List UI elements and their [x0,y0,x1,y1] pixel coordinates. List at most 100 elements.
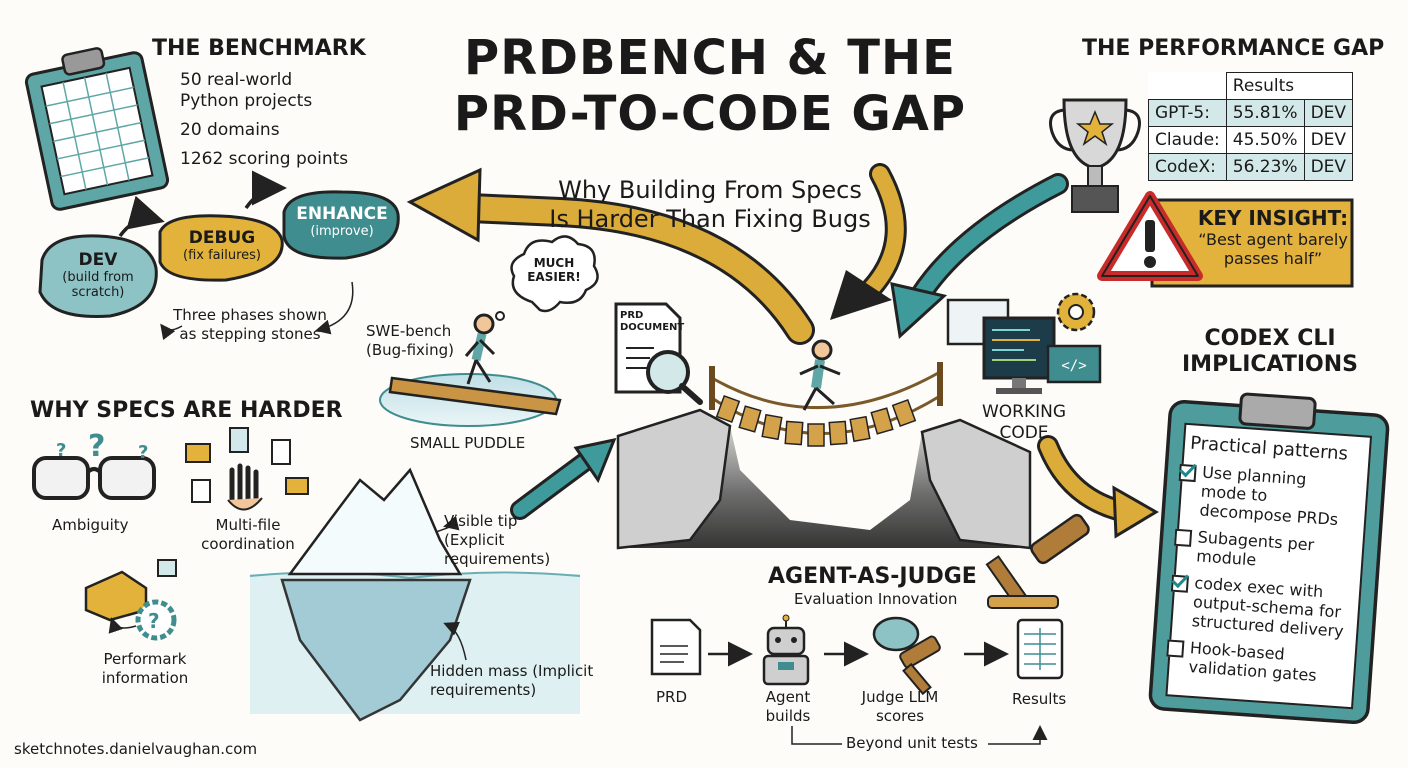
robot-icon [762,614,810,686]
flow-step-agent: Agent builds [765,688,811,725]
phase-enhance-desc: (improve) [310,224,374,239]
why-heading: WHY SPECS ARE HARDER [30,398,343,423]
speech-bubble-text: MUCH EASIER! [527,256,581,284]
phase-enhance-name: ENHANCE [296,204,388,224]
list-item: Hook-based validation gates [1165,637,1343,687]
performark-label: Performark information [101,650,189,687]
speech-bubble [510,235,599,313]
swe-bench-label: SWE-bench (Bug-fixing) [366,322,454,359]
iceberg [249,467,581,722]
results-table: Results GPT-5: 55.81% DEV Claude: 45.50%… [1148,72,1354,181]
plank [388,376,562,416]
checkbox-checked[interactable] [1178,463,1197,483]
list-item-text: Hook-based validation gates [1187,638,1318,685]
judge-heading: AGENT-AS-JUDGE [768,564,977,589]
key-insight-title: KEY INSIGHT: [1197,206,1349,230]
performance-heading: THE PERFORMANCE GAP [1082,36,1385,61]
main-title-line-2: PRD-TO-CODE GAP [453,86,967,142]
prd-document-icon [614,302,703,405]
beyond-unit-tests-note: Beyond unit tests [846,734,978,752]
chasm [616,408,1032,550]
table-cell-model: GPT-5: [1148,99,1227,127]
prd-document-label: PRD DOCUMENT [620,310,685,333]
stepping-stones [38,170,400,341]
codex-heading: CODEX CLI IMPLICATIONS [1181,326,1359,377]
checkbox-unchecked[interactable] [1166,639,1185,658]
phase-debug: DEBUG (fix failures) [166,228,278,263]
table-cell-score: 45.50% [1225,126,1305,154]
monitor-icon: </> [946,298,1102,394]
table-cell-score: 56.23% [1225,153,1305,181]
stat-projects-type: Python projects [180,91,313,111]
multi-file-label: Multi-file coordination [201,516,295,553]
climbing-person-icon [799,339,841,411]
phase-debug-name: DEBUG [188,228,256,248]
phase-dev-desc: (build from scratch) [62,270,134,300]
svg-text:?: ? [138,442,148,463]
results-sheet-icon [1016,618,1064,680]
key-insight: KEY INSIGHT: “Best agent barely passes h… [1196,206,1350,268]
table-cell-phase: DEV [1303,126,1354,154]
benchmark-stats: 50 real-world Python projects 20 domains… [180,70,420,170]
svg-text:?: ? [56,440,66,461]
footer-url[interactable]: sketchnotes.danielvaughan.com [14,740,258,758]
hidden-mass-label: Hidden mass (Implicit requirements) [430,662,594,699]
codex-clipboard [1148,392,1390,725]
flow-step-judge: Judge LLM scores [861,688,939,725]
working-code-label: WORKING CODE [981,402,1067,443]
rope-bridge [709,362,943,447]
table-row: GPT-5: 55.81% DEV [1148,99,1354,127]
main-title-line-1: PRDBENCH & THE [464,30,956,86]
svg-text:</>: </> [1061,358,1086,374]
phase-dev: DEV (build from scratch) [50,250,146,300]
walking-person-icon [464,313,496,385]
svg-text:?: ? [148,609,160,633]
flow-step-results: Results [1012,690,1067,708]
gavel-icon [985,513,1090,609]
list-item-text: Subagents per module [1195,527,1315,570]
phase-debug-desc: (fix failures) [183,248,261,263]
flow-step-prd: PRD [656,688,688,706]
question-gear-icon: ? [84,559,177,641]
warning-icon [1097,191,1203,281]
judge-subheading: Evaluation Innovation [794,590,958,608]
key-insight-quote: “Best agent barely passes half” [1198,230,1348,268]
table-row: Claude: 45.50% DEV [1148,126,1354,154]
stat-domains: 20 domains [180,120,280,140]
phase-enhance: ENHANCE (improve) [290,204,394,239]
brain-gavel-icon [872,616,941,696]
visible-tip-label: Visible tip (Explicit requirements) [444,512,551,568]
table-row: CodeX: 56.23% DEV [1148,153,1354,181]
benchmark-heading: THE BENCHMARK [152,36,366,61]
list-item: codex exec with output-schema for struct… [1168,572,1348,641]
svg-text:?: ? [88,429,105,464]
puddle-label: SMALL PUDDLE [410,434,526,452]
list-item-text: codex exec with output-schema for struct… [1191,573,1345,641]
gear-icon [1056,292,1096,332]
stat-projects-count: 50 real-world [180,70,293,90]
stat-scoring-points: 1262 scoring points [180,149,349,169]
phases-note: Three phases shown as stepping stones [173,306,327,343]
table-cell-score: 55.81% [1225,99,1305,127]
subtitle-line-2: Is Harder Than Fixing Bugs [549,205,871,233]
subtitle-line-1: Why Building From Specs [558,176,862,204]
prd-file-icon [650,618,702,676]
list-item: Subagents per module [1173,526,1351,576]
checkbox-unchecked[interactable] [1174,528,1193,547]
main-title: PRDBENCH & THE PRD-TO-CODE GAP [440,30,980,142]
results-table-header: Results [1225,72,1354,100]
trophy-icon [1049,98,1141,213]
table-cell-phase: DEV [1303,99,1354,127]
checkbox-checked[interactable] [1170,574,1189,593]
multi-file-icon [185,427,309,511]
subtitle: Why Building From Specs Is Harder Than F… [500,176,920,234]
table-cell-model: CodeX: [1148,153,1227,181]
phase-dev-name: DEV [78,250,118,270]
list-item-text: Use planning mode to decompose PRDs [1198,462,1339,530]
table-cell-model: Claude: [1148,126,1227,154]
ambiguity-label: Ambiguity [52,516,129,534]
glasses-icon: ? ? ? [32,429,156,500]
clipboard-icon [24,47,170,211]
codex-checklist: Practical patterns Use planning mode to … [1164,432,1357,695]
